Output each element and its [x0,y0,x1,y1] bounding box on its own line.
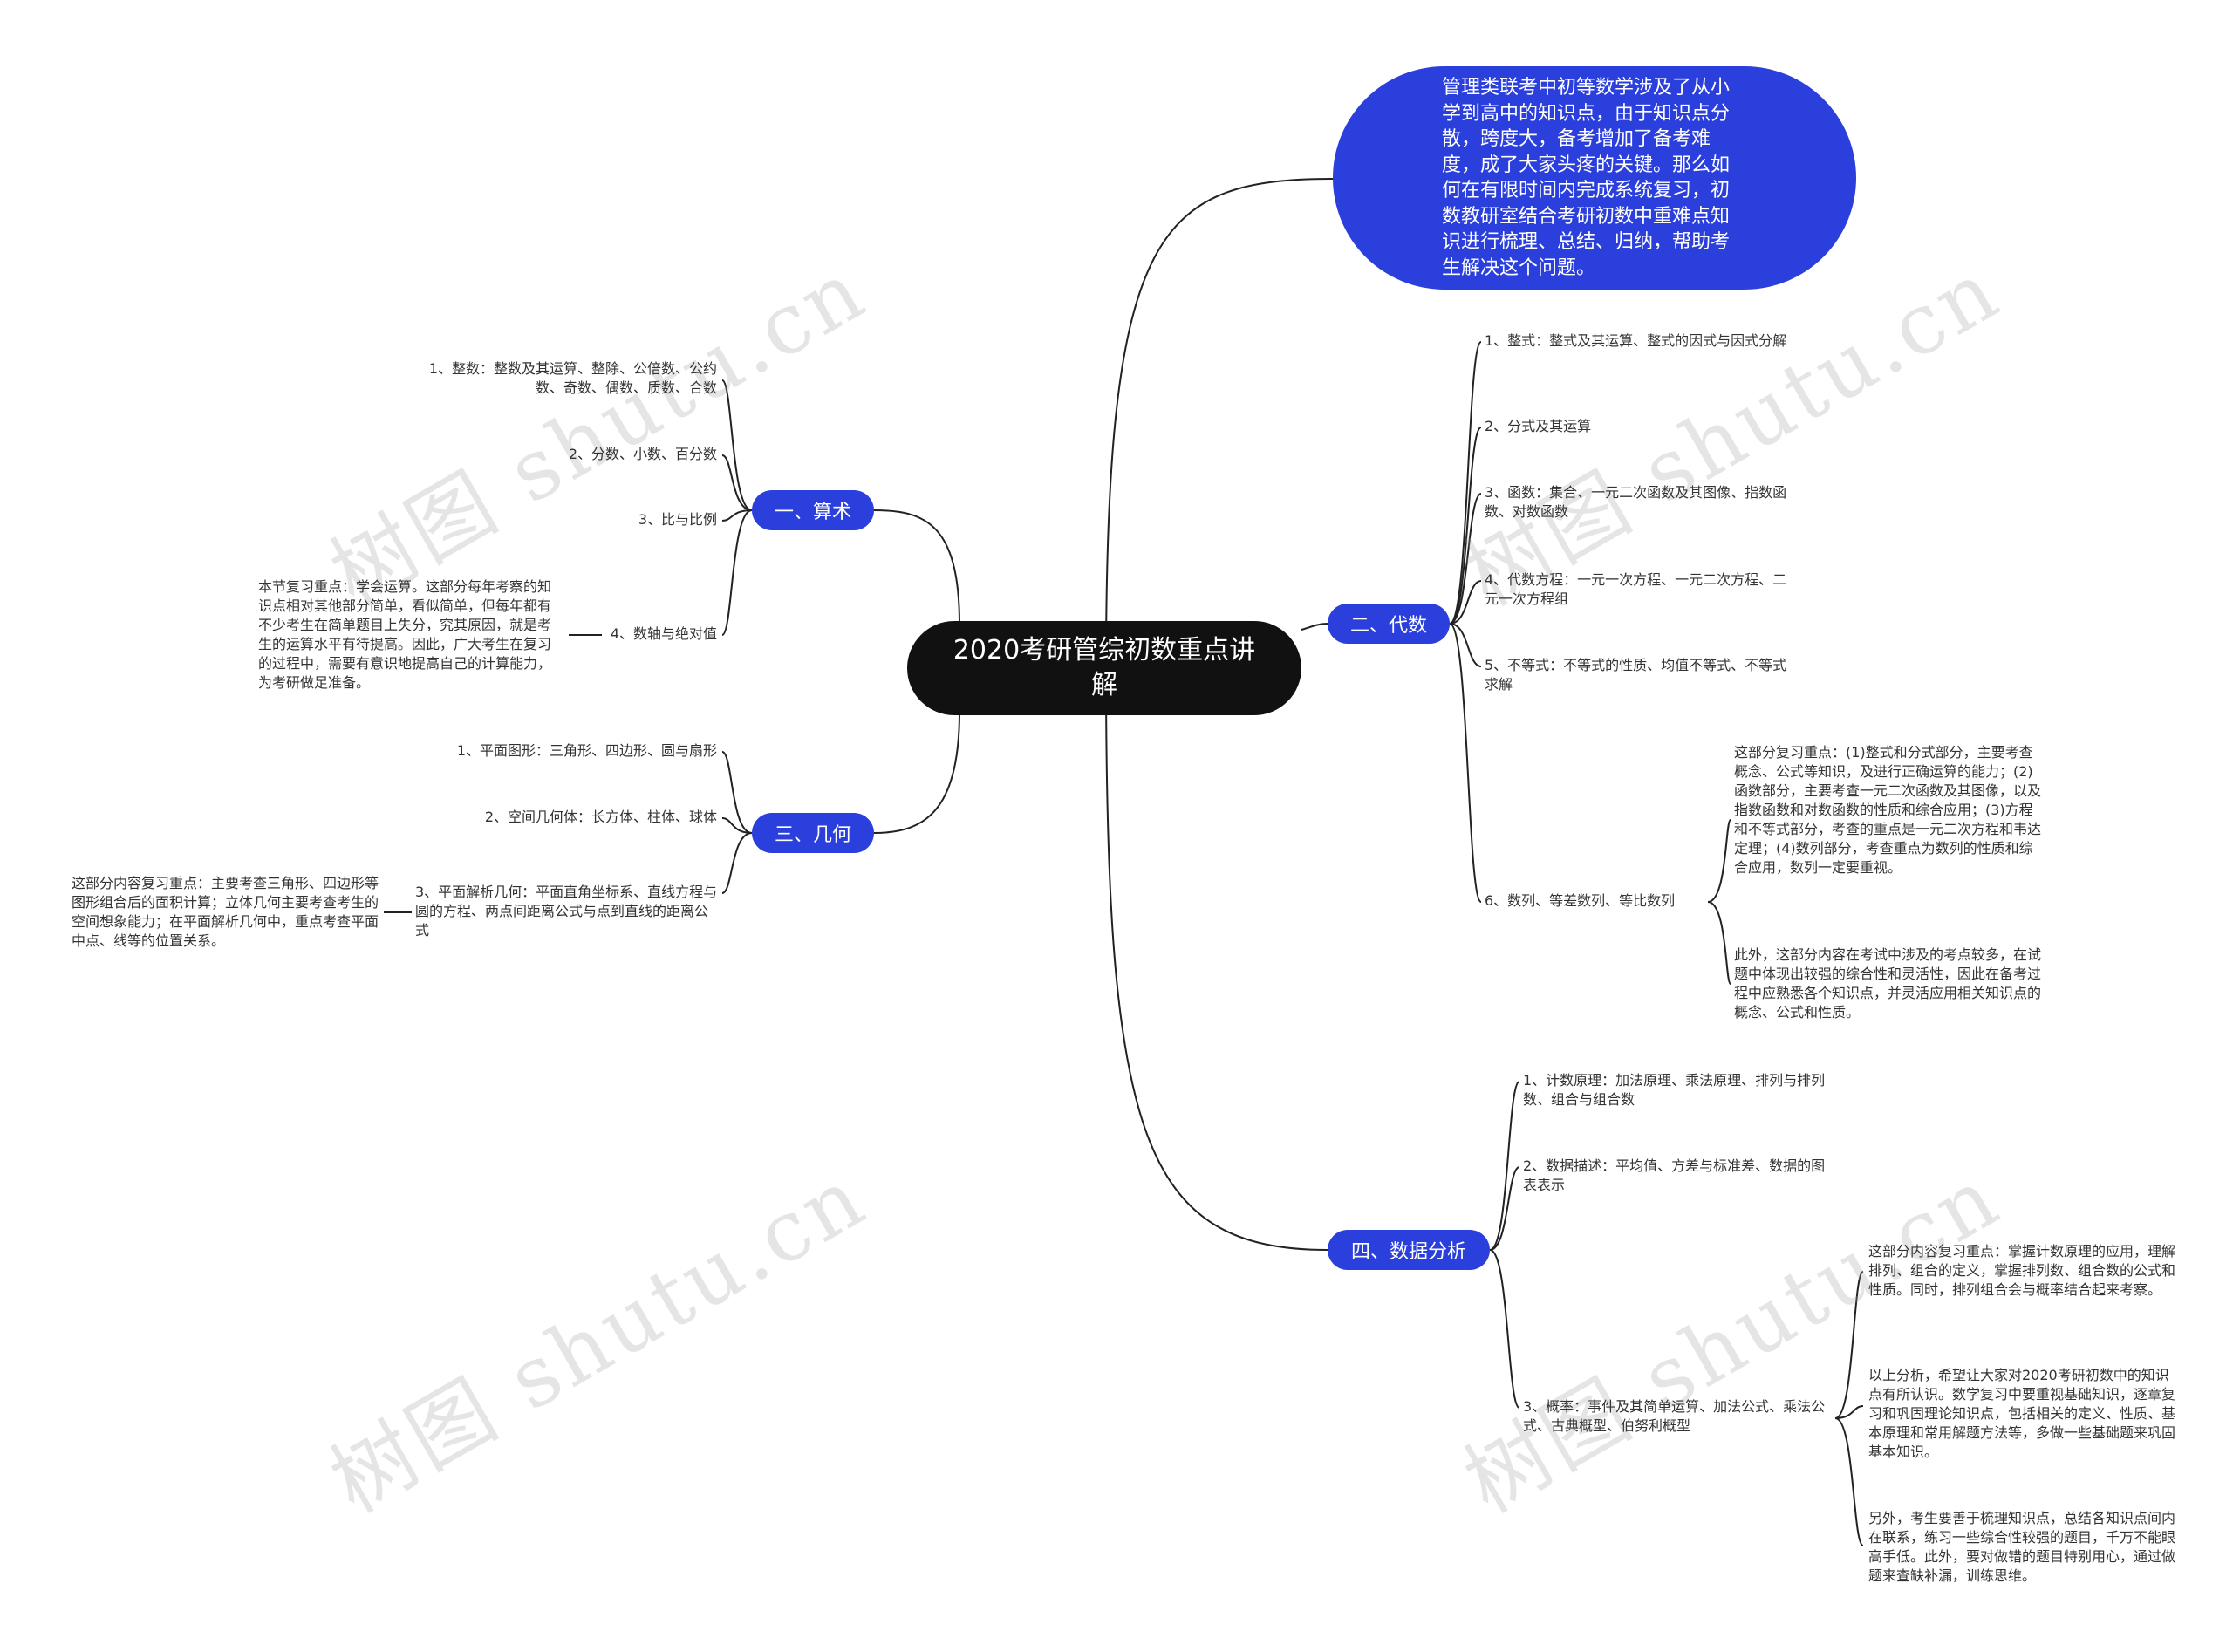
leaf-arith-1[interactable]: 1、整数：整数及其运算、整除、公倍数、公约数、奇数、偶数、质数、合数 [428,360,717,396]
note-algebra-2[interactable]: 此外，这部分内容在考试中涉及的考点较多，在试题中体现出较强的综合性和灵活性，因此… [1734,946,2042,1021]
leaf-data-1[interactable]: 1、计数原理：加法原理、乘法原理、排列与排列数、组合与组合数 [1523,1072,1826,1108]
edge-root-intro [1105,178,1335,669]
edge-algebra-2 [1449,427,1482,625]
leaf-algebra-6[interactable]: 6、数列、等差数列、等比数列 [1485,892,1676,909]
edge-algebra-1 [1449,341,1482,625]
leaf-arith-2[interactable]: 2、分数、小数、百分数 [568,446,717,462]
note-arith[interactable]: 本节复习重点：学会运算。这部分每年考察的知识点相对其他部分简单，看似简单，但每年… [258,578,552,691]
note-algebra-1[interactable]: 这部分复习重点：(1)整式和分式部分，主要考查概念、公式等知识，及进行正确运算的… [1734,744,2042,876]
edge-root-geom [873,711,960,834]
edge-geom-3 [721,832,753,894]
leaf-algebra-3[interactable]: 3、函数：集合、一元二次函数及其图像、指数函数、对数函数 [1485,484,1787,520]
branch-algebra[interactable]: 二、代数 [1328,604,1450,644]
edge-algebra-5 [1449,623,1482,667]
root-title: 2020考研管综初数重点讲解 [953,635,1256,700]
note-data-1[interactable]: 这部分内容复习重点：掌握计数原理的应用，理解排列、组合的定义，掌握排列数、组合数… [1868,1243,2176,1298]
branch-data-analysis[interactable]: 四、数据分析 [1328,1230,1490,1270]
edge-arith-3 [721,509,753,522]
root-topic[interactable]: 2020考研管综初数重点讲解 [907,621,1301,715]
leaf-geom-2[interactable]: 2、空间几何体：长方体、柱体、球体 [484,809,717,825]
edge-arith-2 [721,454,753,511]
edge-data-note-2 [1834,1405,1864,1419]
leaf-data-2[interactable]: 2、数据描述：平均值、方差与标准差、数据的图表表示 [1523,1157,1826,1193]
edge-root-data [1105,667,1328,1251]
leaf-algebra-1[interactable]: 1、整式：整式及其运算、整式的因式与因式分解 [1485,332,1787,349]
edge-algebra-6 [1449,623,1482,903]
branch-label: 一、算术 [774,502,851,523]
leaf-algebra-4[interactable]: 4、代数方程：一元一次方程、一元二次方程、二元一次方程组 [1485,571,1787,607]
edge-algebra-3 [1449,493,1482,625]
intro-text: 管理类联考中初等数学涉及了从小学到高中的知识点，由于知识点分散，跨度大，备考增加… [1442,77,1731,279]
leaf-algebra-2[interactable]: 2、分式及其运算 [1485,418,1592,434]
edge-algebra-4 [1449,580,1482,625]
intro-node[interactable]: 管理类联考中初等数学涉及了从小学到高中的知识点，由于知识点分散，跨度大，备考增加… [1333,66,1856,290]
edge-algebra-note-2 [1707,901,1731,985]
note-data-3[interactable]: 另外，考生要善于梳理知识点，总结各知识点间内在联系，练习一些综合性较强的题目，千… [1868,1510,2176,1584]
edge-data-note-1 [1834,1271,1864,1419]
note-geom[interactable]: 这部分内容复习重点：主要考查三角形、四边形等图形组合后的面积计算；立体几何主要考… [72,875,379,949]
edge-arith-1 [721,379,753,511]
edge-algebra-note-1 [1707,819,1731,903]
branch-label: 四、数据分析 [1350,1241,1466,1263]
leaf-geom-3[interactable]: 3、平面解析几何：平面直角坐标系、直线方程与圆的方程、两点间距离公式与点到直线的… [415,884,718,939]
note-data-2[interactable]: 以上分析，希望让大家对2020考研初数中的知识点有所认识。数学复习中要重视基础知… [1868,1367,2176,1460]
edge-data-1 [1489,1081,1520,1251]
leaf-data-3[interactable]: 3、概率：事件及其简单运算、加法公式、乘法公式、古典概型、伯努利概型 [1523,1398,1826,1434]
branch-label: 三、几何 [774,824,851,846]
edge-root-arith [873,509,960,625]
leaf-arith-3[interactable]: 3、比与比例 [638,511,717,528]
branch-label: 二、代数 [1349,615,1427,637]
branch-geometry[interactable]: 三、几何 [752,813,874,853]
edge-arith-4 [721,509,753,636]
leaf-geom-1[interactable]: 1、平面图形：三角形、四边形、圆与扇形 [456,742,717,759]
leaf-arith-4[interactable]: 4、数轴与绝对值 [610,625,717,642]
edge-geom-2 [721,817,753,834]
edge-data-2 [1489,1166,1520,1251]
edge-root-algebra [1301,623,1328,631]
branch-arithmetic[interactable]: 一、算术 [752,490,874,530]
leaf-algebra-5[interactable]: 5、不等式：不等式的性质、均值不等式、不等式求解 [1485,657,1787,693]
edge-data-note-3 [1834,1417,1864,1546]
edge-data-3 [1489,1249,1520,1409]
edge-geom-1 [721,751,753,834]
